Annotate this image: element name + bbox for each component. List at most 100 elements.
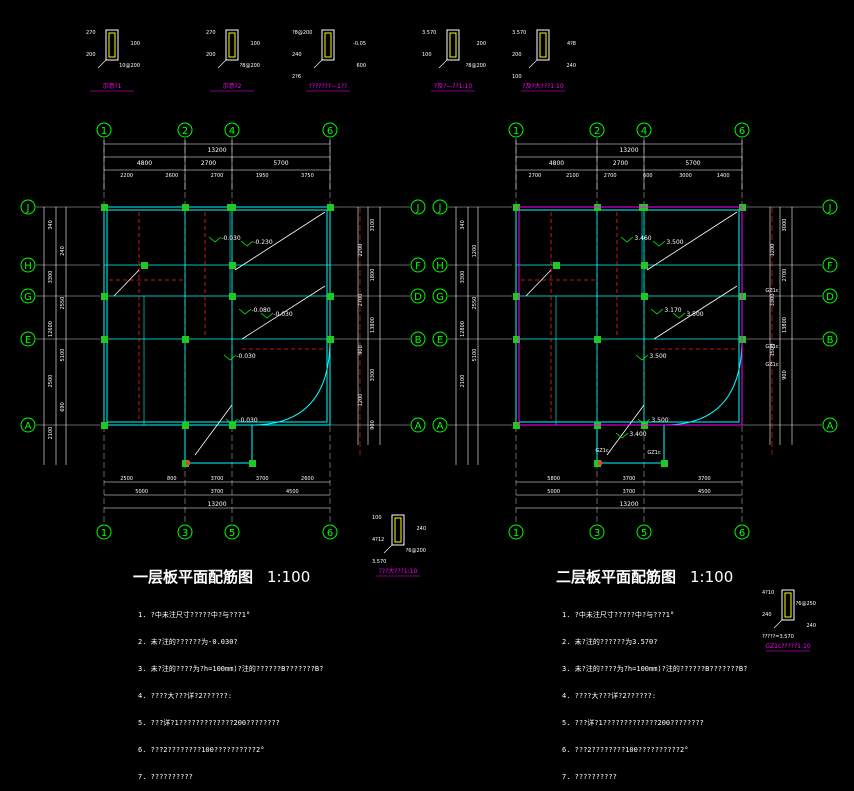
detail-d3-dim: 240 — [292, 52, 302, 58]
plan1-grid-top-4-circle — [224, 122, 240, 138]
detail-d7-dim: ?????=3.570 — [762, 634, 794, 640]
plan1-grid-bottom-3-circle — [177, 524, 193, 540]
plan2-grid-bottom-6-circle — [734, 524, 750, 540]
plan1-grid-left-G: G — [24, 292, 32, 303]
detail-d6-dim: ?6@200 — [406, 548, 426, 554]
detail-d6-dim: 100 — [372, 515, 382, 521]
plan2-grid-top-6: 6 — [739, 126, 745, 137]
plan2-diag-rebar — [653, 285, 738, 340]
plan2-column — [553, 262, 560, 269]
plan2-level-mark — [637, 418, 651, 425]
plan1-column — [182, 460, 189, 467]
plan2-grid-bottom-5-circle — [636, 524, 652, 540]
plan1-right-dim: 13800 — [370, 317, 376, 333]
plan2-top-dim-0: 4800 — [549, 160, 564, 167]
plan2-grid-left-H-circle — [432, 257, 448, 273]
plan2-note: 2. 未?注的??????为3.570? — [562, 638, 658, 646]
plan2-left-dim: 12800 — [460, 321, 466, 337]
detail-d7-caption: GZ1c?????1:10 — [765, 643, 810, 650]
plan2-grid-top-2-circle — [589, 122, 605, 138]
detail-d3-dim: ?8@200 — [292, 30, 312, 36]
plan2-grid-left-A: A — [437, 421, 444, 432]
plan2-top-sub-dim: 2700 — [528, 173, 541, 179]
detail-d3-rebar — [324, 32, 332, 58]
detail-d3-dim: -0.05 — [353, 41, 366, 47]
plan2-top-sub-dim: 600 — [643, 173, 653, 179]
plan2-right-dim: 13800 — [782, 317, 788, 333]
detail-d4-caption: ?及?—??1:10 — [434, 83, 472, 90]
plan2-grid-right-B: B — [827, 335, 834, 346]
plan1-grid-bottom-6: 6 — [327, 528, 333, 539]
plan1-left-dim: 3300 — [48, 271, 54, 284]
plan1-grid-top-1: 1 — [101, 126, 107, 137]
plan1-level-mark — [240, 240, 254, 247]
plan2-right-dim: 1500 — [770, 344, 776, 357]
detail-d2-caption: 示意?2 — [222, 82, 241, 90]
plan2-bottom-dim: 3700 — [623, 476, 636, 482]
detail-d3-section — [321, 29, 335, 61]
plan1-right-dim: 1800 — [370, 269, 376, 282]
plan1-column — [141, 262, 148, 269]
plan2-diag-rebar — [646, 211, 738, 271]
plan1-column — [229, 293, 236, 300]
plan1-grid-bottom-3: 3 — [182, 528, 188, 539]
plan1-grid-left-E: E — [25, 335, 31, 346]
plan2-bottom-sub-dim: 5000 — [547, 489, 560, 495]
plan1-left-dim: 340 — [48, 220, 54, 230]
plan1-outer-wall-inner — [106, 209, 328, 423]
plan1-right-dim: 900 — [370, 420, 376, 430]
plan2-column — [513, 422, 520, 429]
plan2-grid-right-F-circle — [822, 257, 838, 273]
plan1-grid-bottom-1-circle — [96, 524, 112, 540]
detail-d1-rebar — [108, 32, 116, 58]
plan2-level-mark — [652, 240, 666, 247]
plan2-grid-top-4: 4 — [641, 126, 647, 137]
plan2-right-dim: 1200 — [770, 244, 776, 257]
plan1-note: 2. 未?注的??????为-0.030? — [138, 638, 238, 646]
plan2-outer-wall-inner — [518, 209, 740, 423]
plan1-top-sub-dim: 3750 — [301, 173, 314, 179]
detail-d7-rebar — [784, 592, 792, 618]
detail-d5-dim: 240 — [566, 63, 576, 69]
detail-d4-dim: 200 — [476, 41, 486, 47]
detail-d4-rebar — [449, 32, 457, 58]
plan1-bottom-dim: 2500 — [120, 476, 133, 482]
plan1-top-dim-1: 2700 — [201, 160, 216, 167]
plan2-total-dim-top: 13200 — [619, 147, 638, 154]
detail-d2-dim: ?8@200 — [240, 63, 260, 69]
detail-d4-dim: ?8@200 — [466, 63, 486, 69]
plan2-note: 1. ?中未注尺寸?????中?与???1° — [562, 611, 675, 619]
plan1-grid-bottom-6-circle — [322, 524, 338, 540]
plan2-col-label: GZ1c — [765, 362, 778, 368]
detail-d2-dim: 270 — [206, 30, 216, 36]
detail-d4-leader — [438, 59, 448, 69]
plan1-grid-right-D-circle — [410, 288, 426, 304]
plan1-top-dim-2: 5700 — [273, 160, 288, 167]
plan1-grid-left-G-circle — [20, 288, 36, 304]
plan2-top-dim-2: 5700 — [685, 160, 700, 167]
detail-d6-dim: 4?12 — [372, 537, 384, 543]
plan1-grid-right-A-circle — [410, 417, 426, 433]
detail-d6-leader — [383, 544, 393, 554]
plan2-column — [594, 460, 601, 467]
plan2-bottom-dim: 3700 — [698, 476, 711, 482]
detail-d7-dim: ?6@250 — [796, 601, 816, 607]
plan1-notes: 1. ?中未注尺寸?????中?与???1° 2. 未?注的??????为-0.… — [138, 593, 323, 791]
detail-d5-dim: 200 — [512, 52, 522, 58]
detail-d5-caption: ?及?大???1:10 — [522, 82, 564, 90]
plan1-outer-wall — [103, 206, 331, 426]
plan1-column — [101, 422, 108, 429]
plan2-column — [594, 336, 601, 343]
plan2-right-dim: 3000 — [782, 219, 788, 232]
plan2-grid-right-B-circle — [822, 331, 838, 347]
plan1-left-dim: 12600 — [48, 321, 54, 337]
plan2-grid-left-E-circle — [432, 331, 448, 347]
detail-d1-section — [105, 29, 119, 61]
plan1-column — [229, 422, 236, 429]
plan1-note: 1. ?中未注尺寸?????中?与???1° — [138, 611, 251, 619]
plan2-grid-bottom-3-circle — [589, 524, 605, 540]
plan2-grid-bottom-5: 5 — [641, 528, 647, 539]
plan2-grid-left-E: E — [437, 335, 443, 346]
